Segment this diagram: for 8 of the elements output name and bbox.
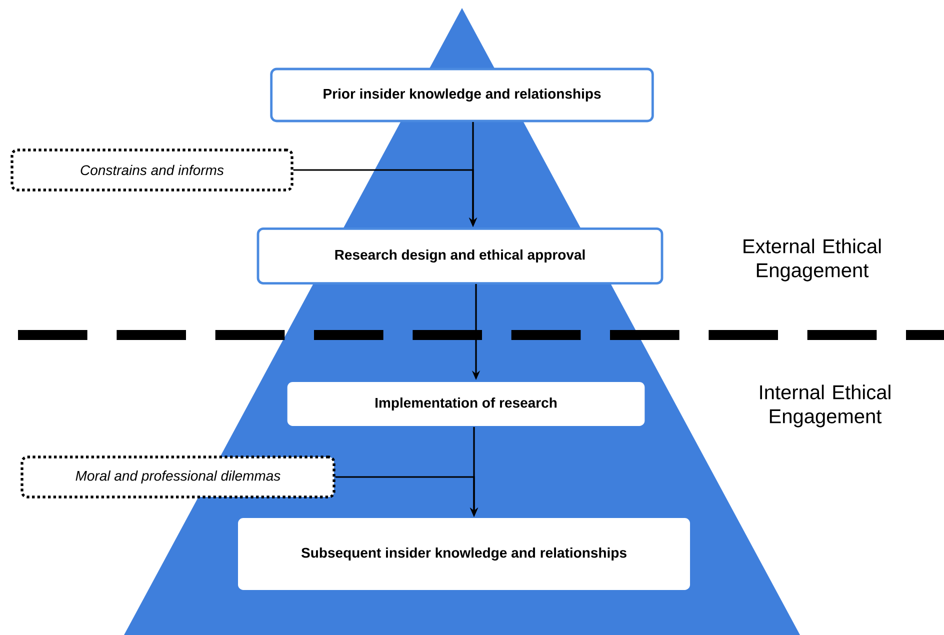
note-box: Constrains and informs [10,148,294,192]
process-box: Research design and ethical approval [256,227,664,285]
process-box: Implementation of research [287,382,645,426]
section-label: Internal Ethical Engagement [760,384,890,428]
process-box: Subsequent insider knowledge and relationships [238,518,690,590]
process-box: Prior insider knowledge and relationships [270,68,654,122]
note-box: Moral and professional dilemmas [20,456,336,498]
section-label: External Ethical Engagement [744,238,881,282]
